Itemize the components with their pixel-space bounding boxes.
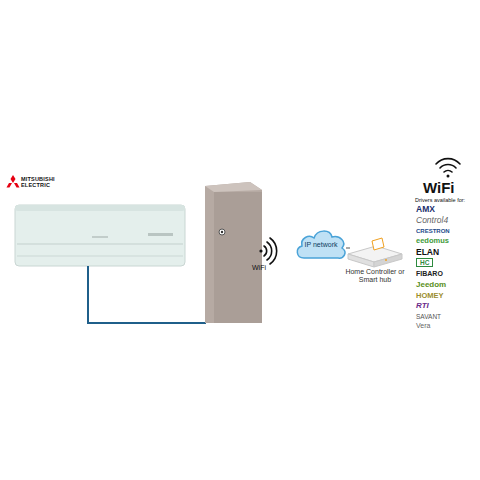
driver-logo: SAVANT bbox=[416, 313, 474, 320]
wifi-title: WiFi bbox=[423, 180, 473, 197]
signal-wire bbox=[88, 266, 206, 323]
device-shape bbox=[342, 240, 408, 270]
cloud-label: IP network bbox=[305, 241, 338, 249]
brand-logo bbox=[7, 175, 20, 188]
driver-logo: CRESTRON bbox=[416, 228, 474, 235]
wifi-interface bbox=[205, 182, 262, 323]
driver-logo: Vera bbox=[416, 322, 474, 330]
air-conditioner bbox=[15, 205, 185, 266]
drivers-heading: Drivers available for: bbox=[415, 197, 477, 203]
driver-logo: Control4 bbox=[416, 216, 474, 225]
driver-logo: FIBARO bbox=[416, 270, 474, 278]
wifi-label: WiFi bbox=[252, 264, 276, 272]
network-cloud: IP network bbox=[294, 226, 348, 264]
logo-frame: HC bbox=[416, 258, 433, 267]
brand-name: MITSUBISHI ELECTRIC bbox=[21, 176, 61, 188]
network-link bbox=[346, 248, 350, 249]
driver-logo: RTI bbox=[416, 302, 474, 311]
driver-logo: eedomus bbox=[416, 237, 474, 245]
driver-logo: Jeedom bbox=[416, 281, 474, 290]
device-label: Home Controller or Smart hub bbox=[342, 268, 408, 284]
driver-logo: HOMEY bbox=[416, 292, 474, 300]
driver-logo: ELAN bbox=[416, 248, 474, 257]
driver-logo: HC bbox=[416, 259, 474, 266]
wifi-icon bbox=[436, 159, 460, 178]
wifi-waves bbox=[259, 238, 276, 264]
controller-box: Home Controller or Smart hub bbox=[342, 240, 408, 286]
driver-logo: AMX bbox=[416, 205, 474, 214]
